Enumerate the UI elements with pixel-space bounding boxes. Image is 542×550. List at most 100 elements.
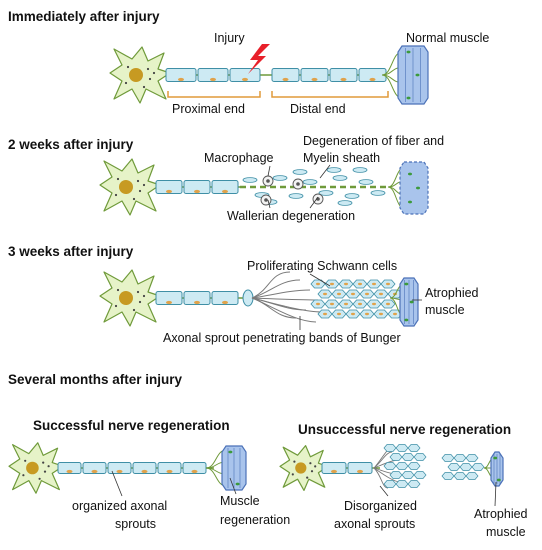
atrophied-label-line1: Atrophied [425,286,479,300]
muscle-nucleus [493,456,498,460]
myelin-segment [271,68,300,82]
myelin-segment [211,291,239,305]
myelin-debris [344,193,360,199]
nissl-dot [142,183,146,187]
nissl-dot [136,290,140,294]
nissl-dot [116,177,120,181]
myelin-segment [132,462,157,474]
myelin-debris [242,177,258,183]
schwann-cell [407,444,421,452]
schwann-cell [389,471,403,479]
schwann-cell [395,480,409,488]
neuron-nucleus [295,462,307,474]
degeneration-label-line1: Degeneration of fiber and [303,134,444,148]
schwann-cell [453,472,467,480]
myelin-debris [326,167,342,173]
normal-muscle-label: Normal muscle [406,31,489,45]
schwann-nucleus [386,302,390,306]
axonal-sprout [251,271,291,299]
schwann-nucleus [166,469,173,474]
schwann-nucleus [379,312,383,316]
myelin-segment [57,462,82,474]
schwann-nucleus [330,302,334,306]
nerve-fiber [165,50,404,100]
schwann-nucleus [316,282,320,286]
schwann-nucleus [330,282,334,286]
neuron-nucleus [26,461,39,475]
proximal-end-label: Proximal end [172,102,245,116]
atrophied-label-line2: muscle [425,303,465,317]
schwann-nucleus [337,292,341,296]
unsuccessful-title: Unsuccessful nerve regeneration [298,422,511,437]
myelin-debris [337,200,353,206]
myelin-debris [332,175,348,181]
atrophied-muscle-line1: Atrophied [474,507,528,521]
stage-immediately-after-injury: Immediately after injury Injury Normal m… [8,9,489,116]
axonal-sprout [251,297,323,313]
macrophage-nucleus [266,179,270,183]
nissl-dot [152,71,156,75]
neuron-nucleus [119,291,133,305]
myelin-debris [370,190,386,196]
nissl-dot [310,470,314,473]
successful-title: Successful nerve regeneration [33,418,230,433]
muscle-nucleus [235,482,240,486]
schwann-nucleus [323,292,327,296]
nerve-fiber-disorganized [321,444,496,489]
neuron-cell-body [109,46,171,104]
nissl-dot [42,461,45,464]
schwann-nucleus [372,282,376,286]
nissl-dot [293,460,296,463]
nissl-dot [24,459,27,462]
nissl-dot [43,470,47,473]
myelin-debris [292,169,308,175]
myelin-segment [197,68,229,82]
schwann-nucleus [242,77,248,82]
muscle-regeneration-line2: regeneration [220,513,290,527]
schwann-nucleus [365,292,369,296]
nissl-dot [306,476,309,479]
myelin-debris [352,167,368,173]
schwann-nucleus [194,300,200,305]
nissl-dot [116,288,120,292]
schwann-nucleus [316,302,320,306]
nissl-dot [142,85,146,89]
schwann-nucleus [365,312,369,316]
schwann-cell [413,453,427,461]
nissl-dot [132,308,136,312]
muscle-nucleus [404,318,409,322]
injury-label: Injury [214,31,245,45]
axonal-sprout [251,289,311,299]
myelin-debris [358,179,374,185]
nissl-dot [291,473,294,476]
schwann-nucleus [358,302,362,306]
schwann-nucleus [369,77,376,82]
proximal-bracket [167,91,261,98]
proliferating-schwann-label: Proliferating Schwann cells [247,259,397,273]
myelin-debris [318,190,334,196]
distal-end-label: Distal end [290,102,346,116]
schwann-cell [401,471,415,479]
schwann-nucleus [344,282,348,286]
schwann-nucleus [340,77,347,82]
distal-bracket [271,91,389,98]
schwann-nucleus [141,469,148,474]
muscle-nucleus [228,450,233,454]
schwann-nucleus [116,469,123,474]
schwann-cell [395,462,409,470]
schwann-nucleus [344,302,348,306]
disorganized-sprouts-line1: Disorganized [344,499,417,513]
growth-cone [242,289,254,307]
schwann-cell [383,462,397,470]
stage-2-title: 2 weeks after injury [8,137,134,152]
degeneration-label-line2: Myelin sheath [303,151,380,165]
neuron-nucleus [129,68,143,82]
myelin-segment [347,462,373,474]
myelin-debris [272,175,288,181]
schwann-nucleus [311,77,318,82]
muscle-nucleus [404,282,409,286]
schwann-nucleus [178,77,184,82]
neuron-nucleus [119,180,133,194]
pointer-lines [111,164,497,507]
